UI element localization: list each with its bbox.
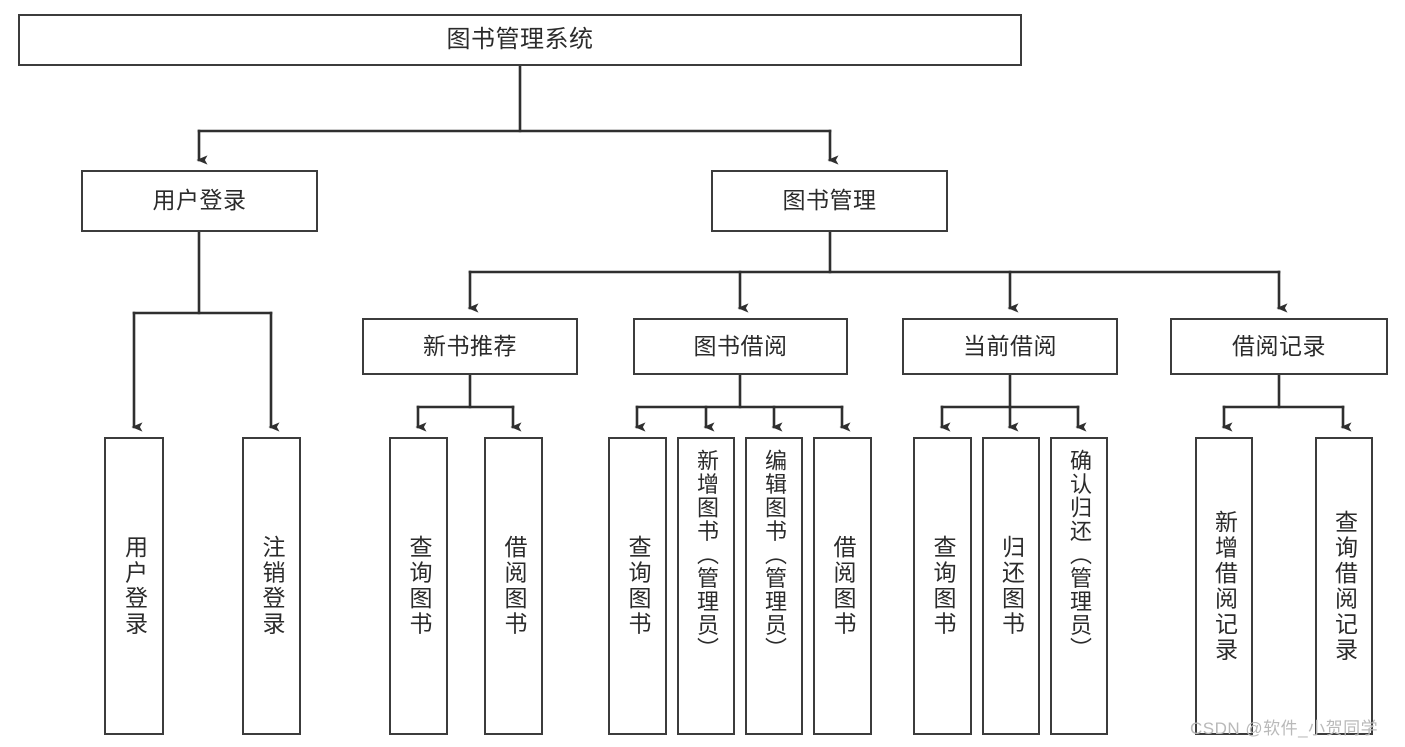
leaf-borrow-query-book[interactable]: 查询图书 bbox=[608, 437, 667, 735]
node-label: 借阅图书 bbox=[830, 535, 856, 637]
leaf-current-query-book[interactable]: 查询图书 bbox=[913, 437, 972, 735]
node-label: 借阅记录 bbox=[1232, 332, 1326, 359]
node-label: 图书借阅 bbox=[693, 332, 788, 359]
node-new-book-recommend[interactable]: 新书推荐 bbox=[362, 318, 578, 375]
node-label: 新增图书（管理员） bbox=[694, 449, 719, 661]
leaf-recommend-borrow-book[interactable]: 借阅图书 bbox=[484, 437, 543, 735]
leaf-user-login[interactable]: 用户登录 bbox=[104, 437, 164, 735]
node-book-management[interactable]: 图书管理 bbox=[711, 170, 948, 232]
node-label: 注销登录 bbox=[259, 535, 285, 637]
leaf-record-add-record[interactable]: 新增借阅记录 bbox=[1195, 437, 1253, 735]
node-borrow-record[interactable]: 借阅记录 bbox=[1170, 318, 1388, 375]
leaf-borrow-borrow-book[interactable]: 借阅图书 bbox=[813, 437, 872, 735]
leaf-current-return-book[interactable]: 归还图书 bbox=[982, 437, 1040, 735]
leaf-borrow-edit-book[interactable]: 编辑图书（管理员） bbox=[745, 437, 803, 735]
node-label: 用户登录 bbox=[121, 535, 148, 637]
node-label: 新书推荐 bbox=[423, 332, 517, 359]
node-label: 编辑图书（管理员） bbox=[762, 449, 787, 661]
node-label: 查询借阅记录 bbox=[1331, 509, 1358, 663]
node-label: 查询图书 bbox=[930, 535, 956, 637]
node-label: 当前借阅 bbox=[963, 332, 1057, 359]
node-label: 新增借阅记录 bbox=[1211, 509, 1238, 663]
node-user-login[interactable]: 用户登录 bbox=[81, 170, 318, 232]
node-label: 确认归还（管理员） bbox=[1067, 449, 1092, 661]
node-book-borrow[interactable]: 图书借阅 bbox=[633, 318, 848, 375]
leaf-current-confirm-return[interactable]: 确认归还（管理员） bbox=[1050, 437, 1108, 735]
node-label: 查询图书 bbox=[625, 535, 651, 637]
node-label: 查询图书 bbox=[406, 535, 432, 637]
node-label: 图书管理 bbox=[782, 187, 877, 214]
watermark-text: CSDN @软件_小贺同学 bbox=[1190, 719, 1379, 738]
leaf-borrow-add-book[interactable]: 新增图书（管理员） bbox=[677, 437, 735, 735]
leaf-record-query-record[interactable]: 查询借阅记录 bbox=[1315, 437, 1373, 735]
node-label: 归还图书 bbox=[998, 535, 1025, 637]
node-label: 借阅图书 bbox=[501, 535, 527, 637]
node-root-system[interactable]: 图书管理系统 bbox=[18, 14, 1022, 66]
node-current-borrow[interactable]: 当前借阅 bbox=[902, 318, 1118, 375]
node-label: 用户登录 bbox=[152, 187, 247, 214]
node-label: 图书管理系统 bbox=[446, 25, 594, 53]
leaf-recommend-query-book[interactable]: 查询图书 bbox=[389, 437, 448, 735]
leaf-user-logout[interactable]: 注销登录 bbox=[242, 437, 301, 735]
